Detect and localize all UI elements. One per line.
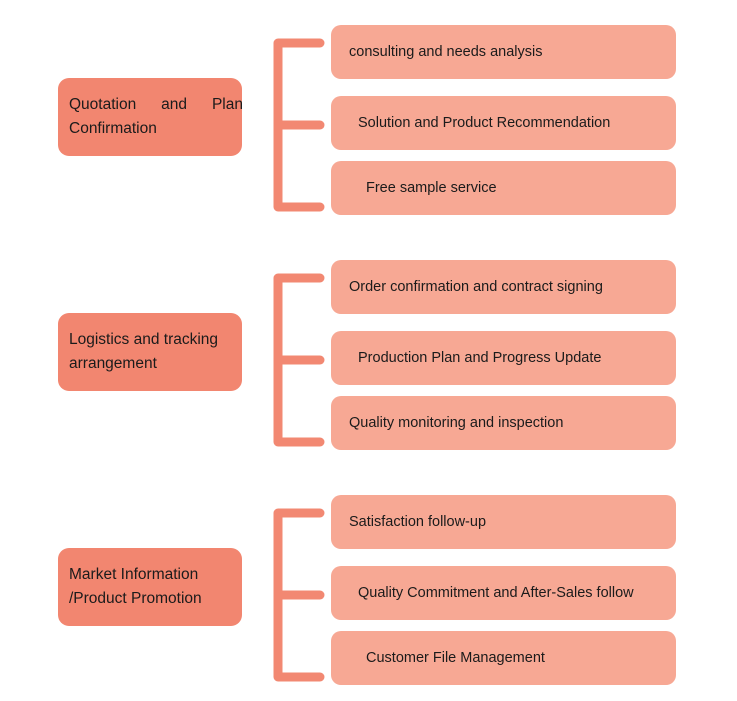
item-box[interactable]: Quality Commitment and After-Sales follo… — [331, 566, 676, 620]
diagram-group: Logistics and tracking arrangement Order… — [0, 253, 737, 453]
bracket-connector-icon — [268, 508, 326, 682]
diagram-group: Quotation and Plan Confirmation consulti… — [0, 18, 737, 218]
item-label: Free sample service — [366, 179, 497, 196]
item-label: Quality Commitment and After-Sales follo… — [358, 584, 634, 601]
category-label-line: arrangement — [69, 355, 157, 372]
item-label: Quality monitoring and inspection — [349, 414, 564, 431]
item-box[interactable]: Satisfaction follow-up — [331, 495, 676, 549]
item-label: consulting and needs analysis — [349, 43, 543, 60]
category-box-logistics-and-tracking-arrangement[interactable]: Logistics and tracking arrangement — [58, 313, 242, 391]
category-label-line: Market Information — [69, 566, 199, 583]
item-box[interactable]: Order confirmation and contract signing — [331, 260, 676, 314]
item-box[interactable]: Solution and Product Recommendation — [331, 96, 676, 150]
item-box[interactable]: consulting and needs analysis — [331, 25, 676, 79]
category-label-line: /Product Promotion — [69, 590, 202, 607]
diagram-group: Market Information /Product Promotion Sa… — [0, 488, 737, 688]
item-box[interactable]: Quality monitoring and inspection — [331, 396, 676, 450]
item-box[interactable]: Production Plan and Progress Update — [331, 331, 676, 385]
item-label: Production Plan and Progress Update — [358, 349, 602, 366]
item-label: Solution and Product Recommendation — [358, 114, 611, 131]
item-label: Order confirmation and contract signing — [349, 278, 603, 295]
item-box[interactable]: Customer File Management — [331, 631, 676, 685]
category-box-quotation-and-plan-confirmation[interactable]: Quotation and Plan Confirmation — [58, 78, 243, 156]
item-box[interactable]: Free sample service — [331, 161, 676, 215]
item-label: Satisfaction follow-up — [349, 513, 487, 530]
category-box-market-information-product-promotion[interactable]: Market Information /Product Promotion — [58, 548, 242, 626]
category-label-line: Confirmation — [69, 120, 157, 137]
bracket-connector-icon — [268, 273, 326, 447]
item-label: Customer File Management — [366, 649, 545, 666]
category-label-line: Quotation and Plan — [69, 96, 243, 113]
bracket-connector-icon — [268, 38, 326, 212]
category-label-line: Logistics and tracking — [69, 331, 219, 348]
